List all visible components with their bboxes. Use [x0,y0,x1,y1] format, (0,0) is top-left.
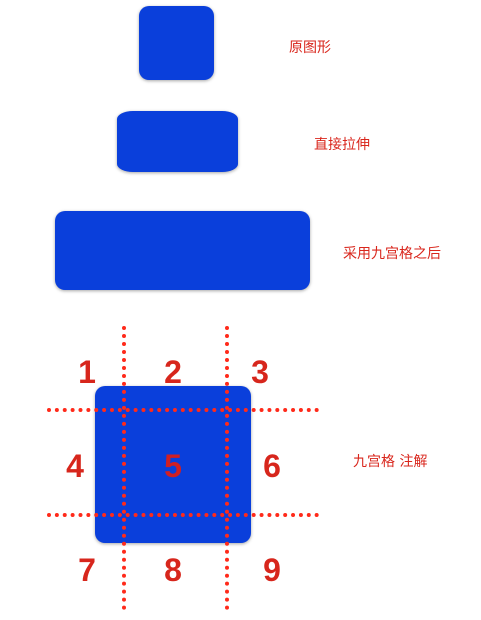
cell-number-3: 3 [251,354,269,390]
cell-number-2: 2 [164,354,182,390]
grid-line-vertical-left [122,326,126,610]
cell-number-4: 4 [66,448,84,484]
grid-line-horizontal-bottom [47,513,319,517]
stretched-label: 直接拉伸 [314,137,370,153]
cell-number-5: 5 [164,448,182,484]
nine-patch-label: 采用九宫格之后 [343,246,441,262]
nine-patch-shape [55,211,310,290]
grid-line-horizontal-top [47,408,319,412]
stretched-shape [117,111,238,172]
annotation-label: 九宫格 注解 [353,454,428,470]
cell-number-6: 6 [263,448,281,484]
original-label: 原图形 [289,40,331,56]
cell-number-8: 8 [164,552,182,588]
grid-line-vertical-right [225,326,229,610]
original-shape [139,6,214,80]
cell-number-1: 1 [78,354,96,390]
cell-number-9: 9 [263,552,281,588]
cell-number-7: 7 [78,552,96,588]
